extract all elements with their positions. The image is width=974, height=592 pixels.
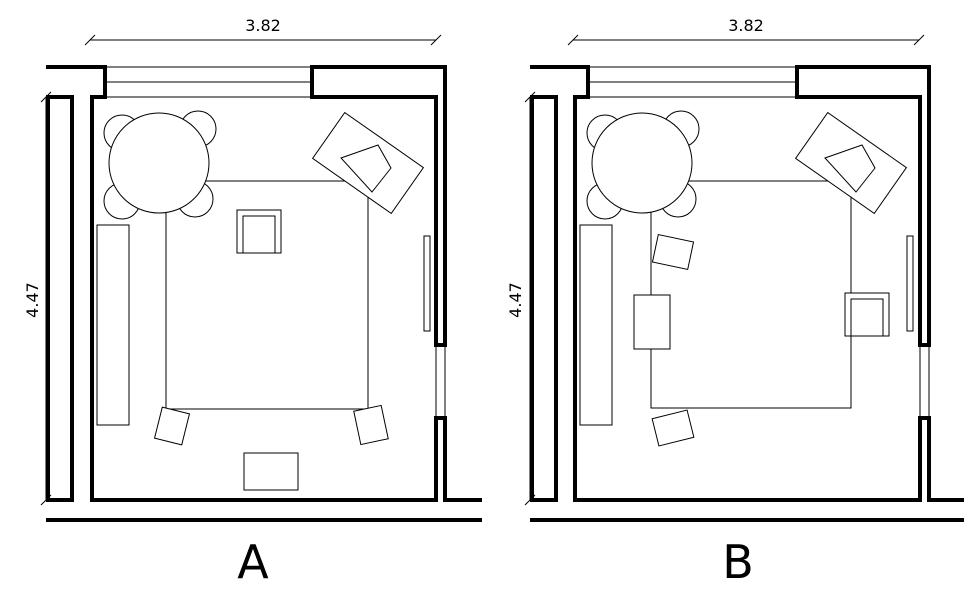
round-table-b	[586, 110, 700, 220]
chair-b-1	[651, 233, 695, 271]
low-table-a	[243, 452, 299, 491]
chair-b-2	[651, 409, 695, 447]
sofa-a	[96, 224, 130, 426]
width-label-a: 3.82	[245, 16, 281, 35]
height-label-a: 4.47	[23, 282, 42, 318]
rug-a	[165, 180, 369, 410]
chair-a-2	[353, 404, 389, 446]
height-label-b: 4.47	[506, 282, 525, 318]
sofa-b	[579, 224, 613, 426]
desk-a	[311, 111, 425, 215]
chair-a-1	[153, 406, 191, 446]
floor-plan-a: 3.82 4.47	[23, 16, 482, 589]
window-right-a	[423, 235, 446, 418]
width-label-b: 3.82	[728, 16, 764, 35]
floor-plan-b: 3.82 4.47	[506, 16, 964, 589]
caption-b: B	[722, 535, 754, 587]
width-dimension-b: 3.82	[567, 16, 925, 46]
desk-b	[794, 111, 908, 215]
window-top-b	[588, 66, 920, 98]
width-dimension-a: 3.82	[84, 16, 442, 46]
armchair-a	[236, 209, 282, 254]
caption-a: A	[237, 535, 269, 587]
coffee-table-b	[633, 294, 671, 350]
armchair-b	[844, 292, 890, 337]
round-table-a	[103, 110, 217, 220]
window-top-a	[105, 66, 436, 98]
window-right-b	[906, 235, 930, 418]
